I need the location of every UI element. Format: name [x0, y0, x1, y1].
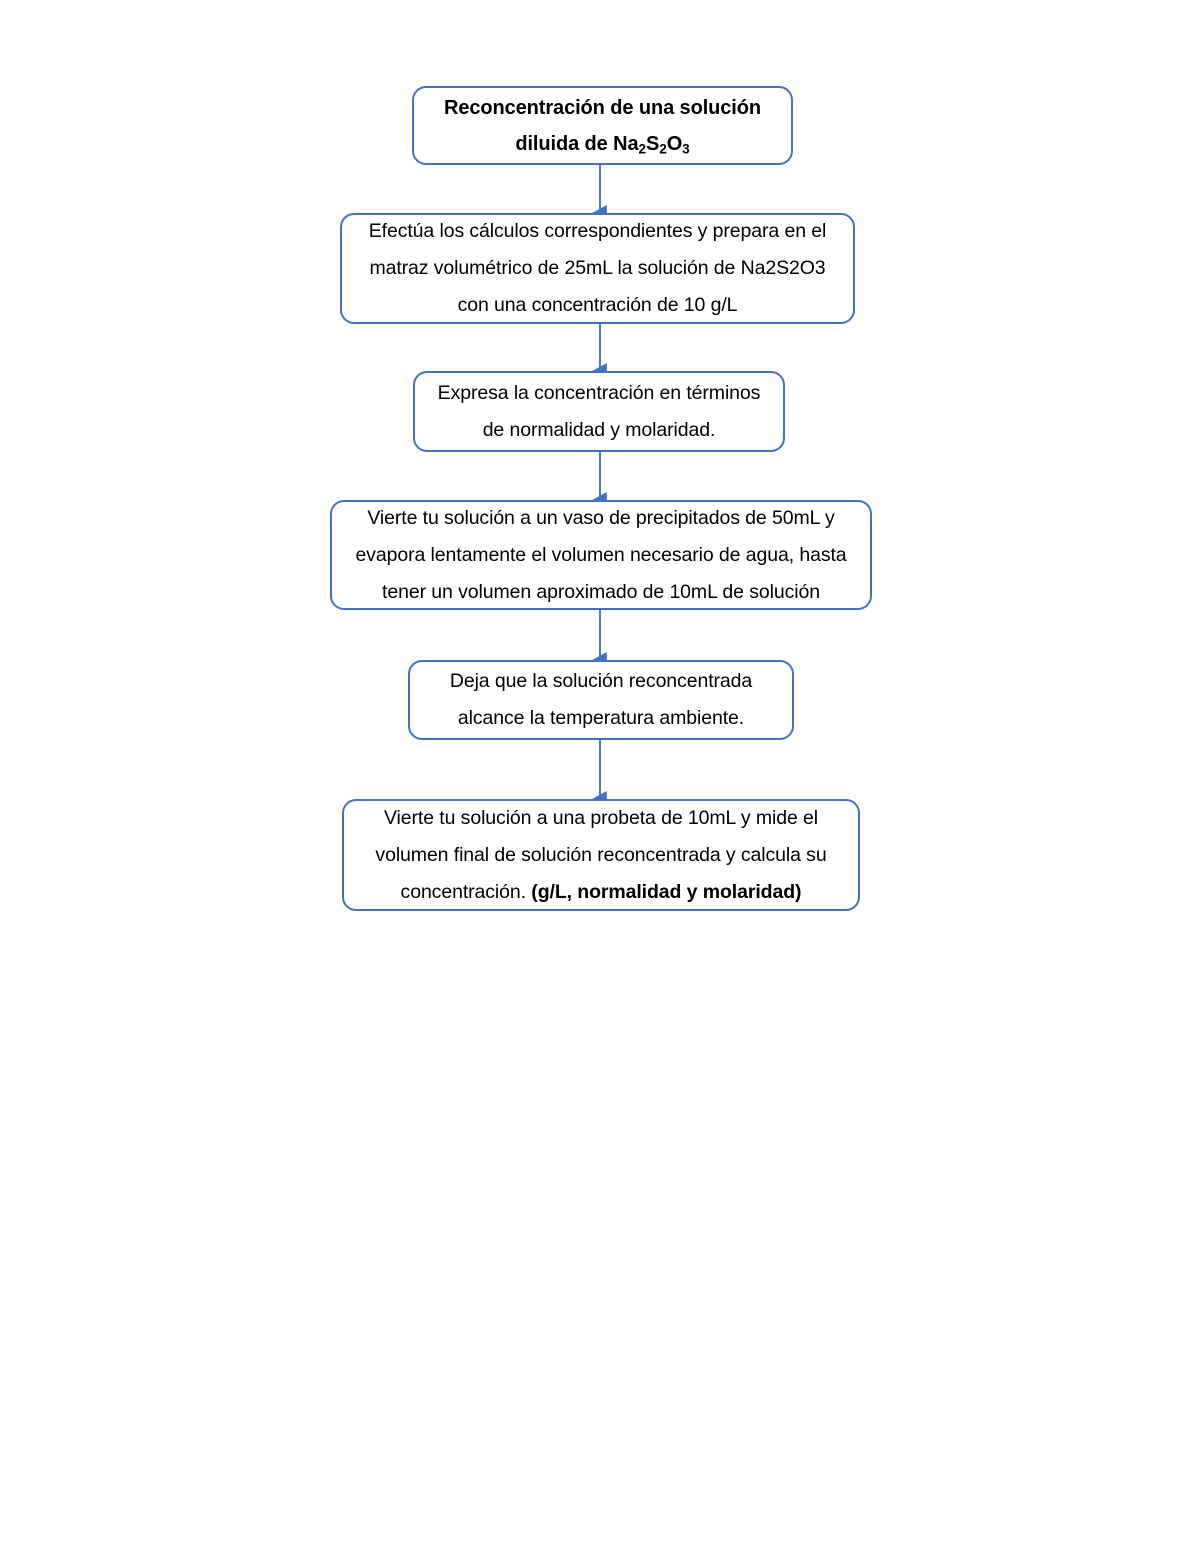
flow-node-step-3[interactable]: Vierte tu solución a un vaso de precipit… — [330, 500, 872, 610]
subscript-s: 2 — [659, 140, 667, 156]
flow-node-step-1-text: Efectúa los cálculos correspondientes y … — [368, 220, 827, 316]
flow-node-step-3-text: Vierte tu solución a un vaso de precipit… — [355, 506, 847, 603]
flow-node-step-4[interactable]: Deja que la solución reconcentrada alcan… — [408, 660, 794, 740]
flow-node-step-5-text: Vierte tu solución a una probeta de 10mL… — [375, 806, 827, 903]
flow-node-step-2[interactable]: Expresa la concentración en términos de … — [413, 371, 785, 452]
flow-node-step-1[interactable]: Efectúa los cálculos correspondientes y … — [340, 213, 855, 324]
subscript-na: 2 — [638, 140, 647, 156]
subscript-o: 3 — [682, 140, 690, 156]
flow-node-step-5-emphasis: (g/L, normalidad y molaridad) — [531, 880, 802, 903]
flow-node-step-2-text: Expresa la concentración en términos de … — [437, 381, 761, 441]
flow-node-step-5[interactable]: Vierte tu solución a una probeta de 10mL… — [342, 799, 860, 911]
flow-node-step-4-text: Deja que la solución reconcentrada alcan… — [449, 670, 753, 729]
